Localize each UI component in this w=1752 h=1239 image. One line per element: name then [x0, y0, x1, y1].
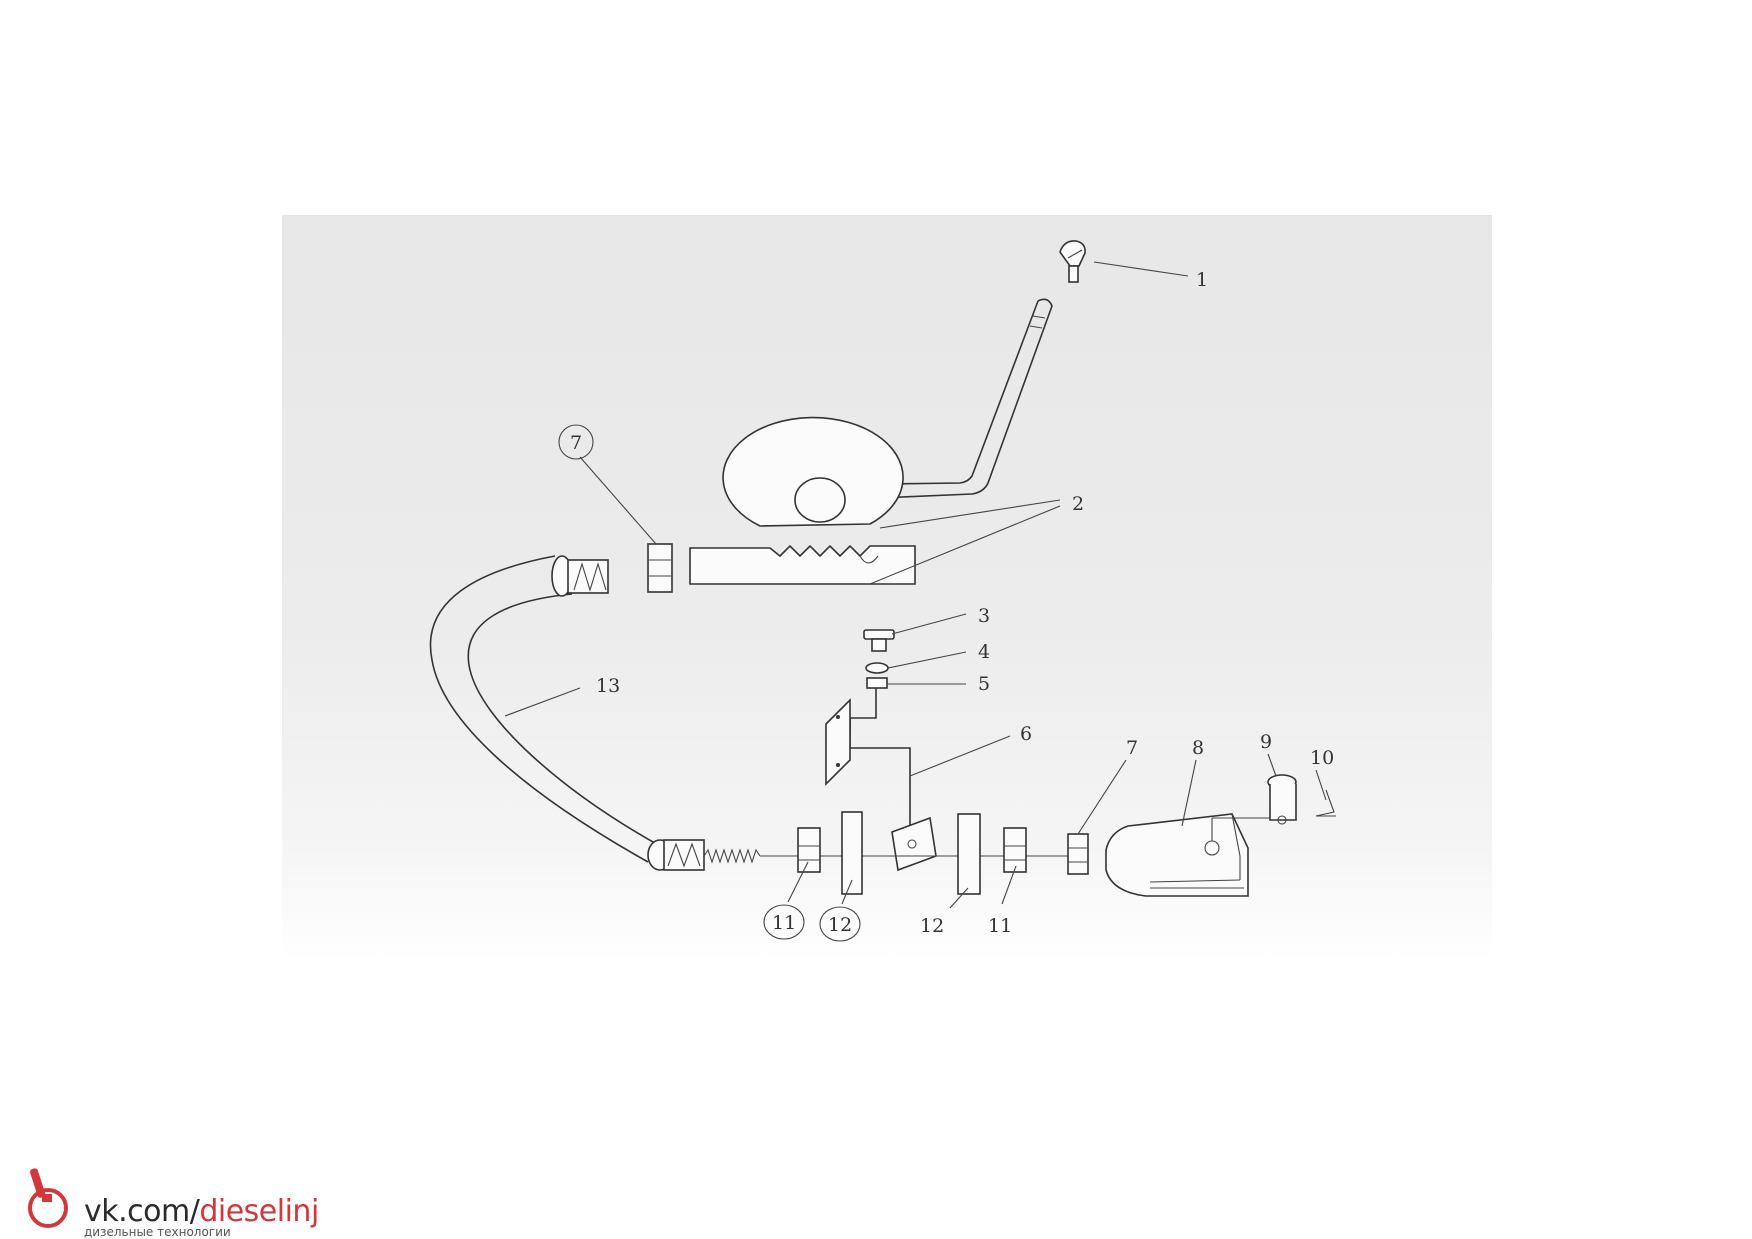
part-5-spacer: [866, 677, 888, 689]
part-3-bolt: [863, 629, 895, 652]
watermark-tagline: дизельные технологии: [84, 1225, 231, 1239]
callout-12: 12: [920, 915, 944, 937]
part-12-plate-right: [957, 813, 981, 895]
dieselinj-logo-icon: [28, 1168, 68, 1228]
callout-1: 1: [1196, 269, 1208, 291]
leader-lines: [504, 261, 1327, 909]
callout-6: 6: [1020, 723, 1032, 745]
callout-12-ring: [819, 906, 861, 942]
callout-7-ring: [558, 424, 594, 460]
callout-7-circled: 7: [570, 432, 582, 454]
part-13-cable: [429, 555, 761, 871]
callout-5: 5: [978, 673, 990, 695]
part-12-plate-left: [841, 811, 863, 895]
callout-13: 13: [596, 675, 620, 697]
part-9-pin: [1267, 774, 1297, 825]
callout-8: 8: [1192, 737, 1204, 759]
part-7-nut-upper: [647, 543, 673, 593]
part-1-knob: [1059, 240, 1086, 283]
callout-2: 2: [1072, 493, 1084, 515]
callout-7: 7: [1126, 737, 1138, 759]
scanned-diagram-background: [282, 215, 1492, 961]
part-11-bushing-left: [797, 827, 821, 873]
callout-11-ring: [763, 904, 805, 940]
part-10-cotter-pin: [1315, 789, 1336, 817]
part-11-bushing-right: [1003, 827, 1027, 873]
callout-3: 3: [978, 605, 990, 627]
watermark-url-accent: dieselinj: [199, 1194, 319, 1229]
callout-12-circled: 12: [828, 914, 852, 936]
callout-10: 10: [1310, 747, 1334, 769]
callout-11-circled: 11: [772, 912, 796, 934]
part-4-washer: [865, 662, 889, 674]
callout-9: 9: [1260, 731, 1272, 753]
part-8-clevis: [1105, 813, 1280, 897]
part-7-nut-lower: [1067, 833, 1089, 875]
watermark-url-prefix: vk.com/: [84, 1194, 200, 1229]
callout-4: 4: [978, 641, 990, 663]
watermark-url: vk.com/dieselinj: [84, 1194, 319, 1229]
callout-11: 11: [988, 915, 1012, 937]
part-2-lever-and-rack: [689, 298, 1053, 585]
part-6-bracket: [825, 688, 937, 872]
